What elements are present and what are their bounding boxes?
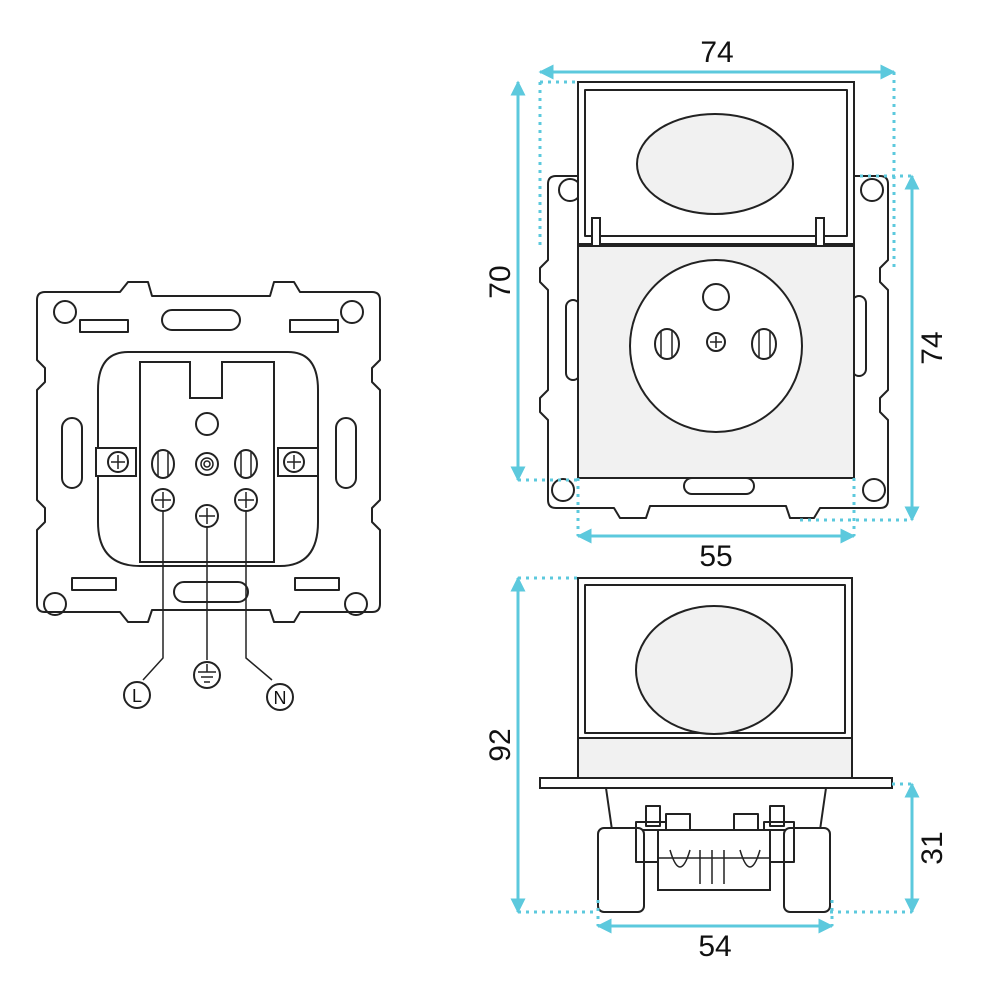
- front-view-dimensions: 74 70 74 55: [484, 36, 949, 573]
- terminal-housing-right: [783, 827, 831, 913]
- corner-hole-br: [344, 592, 368, 616]
- mounting-frame: [36, 281, 381, 623]
- corner-hole-tr: [340, 300, 364, 324]
- rear-view-mechanism: L N: [36, 281, 381, 711]
- dim-right-height: 74: [916, 331, 949, 364]
- lid-dome: [636, 113, 794, 215]
- oblong-hole-bottom: [173, 581, 249, 603]
- neutral-wire: [245, 511, 273, 681]
- side-flange: [539, 777, 893, 789]
- pin-hole-right: [751, 328, 777, 360]
- front-view-open-lid: [539, 81, 889, 519]
- screw-plus-icon: [107, 451, 129, 473]
- slot-bottom-right: [294, 577, 340, 591]
- terminal-screw-left: [645, 805, 661, 827]
- pin-hole-left: [654, 328, 680, 360]
- screw-plus-icon: [706, 332, 726, 352]
- screw-plus-icon: [195, 504, 219, 528]
- lid-inner: [584, 89, 848, 237]
- dim-inner-width: 55: [699, 540, 732, 573]
- contact-sleeve-right: [234, 449, 258, 479]
- contact-sleeve-left: [151, 449, 175, 479]
- oblong-hole-left: [61, 417, 83, 489]
- live-wire: [142, 511, 164, 681]
- slot-bottom-left: [71, 577, 117, 591]
- dim-top-width: 74: [700, 36, 733, 69]
- neutral-terminal-marker: [266, 683, 294, 711]
- screw-plus-icon: [234, 488, 258, 512]
- dim-depth: 31: [916, 831, 949, 864]
- side-clip-left: [665, 813, 691, 831]
- terminal-block: [139, 361, 275, 563]
- earth-pin-socket: [195, 452, 219, 476]
- slot-top-right: [289, 319, 339, 333]
- terminal-housing-left: [597, 827, 645, 913]
- dim-left-height: 70: [484, 265, 517, 298]
- terminal-screw-right: [769, 805, 785, 827]
- neutral-terminal-label: N: [274, 688, 287, 708]
- dim-bottom-width: 54: [698, 930, 731, 963]
- side-lid-dome: [635, 605, 793, 735]
- side-clip-right: [733, 813, 759, 831]
- side-face-band: [577, 737, 853, 779]
- dim-side-height: 92: [484, 728, 517, 761]
- screw-plus-icon: [151, 488, 175, 512]
- centre-hole: [195, 412, 219, 436]
- front-hole-tr: [860, 178, 884, 202]
- oblong-hole-right: [335, 417, 357, 489]
- live-terminal-label: L: [132, 686, 142, 706]
- side-central-block: [657, 829, 771, 891]
- front-mounting-frame: [539, 175, 889, 519]
- front-oblong-bottom: [683, 477, 755, 495]
- earth-pin-hole: [702, 283, 730, 311]
- earth-ground-icon: [193, 661, 221, 689]
- live-terminal-marker: [123, 681, 151, 709]
- side-view-dimensions: 92 31 54: [484, 576, 949, 963]
- slot-top-left: [79, 319, 129, 333]
- front-hole-bl: [551, 478, 575, 502]
- corner-hole-tl: [53, 300, 77, 324]
- front-hole-br: [862, 478, 886, 502]
- corner-hole-bl: [43, 592, 67, 616]
- oblong-hole-top: [161, 309, 241, 331]
- screw-plus-icon: [283, 451, 305, 473]
- side-view: [539, 577, 893, 913]
